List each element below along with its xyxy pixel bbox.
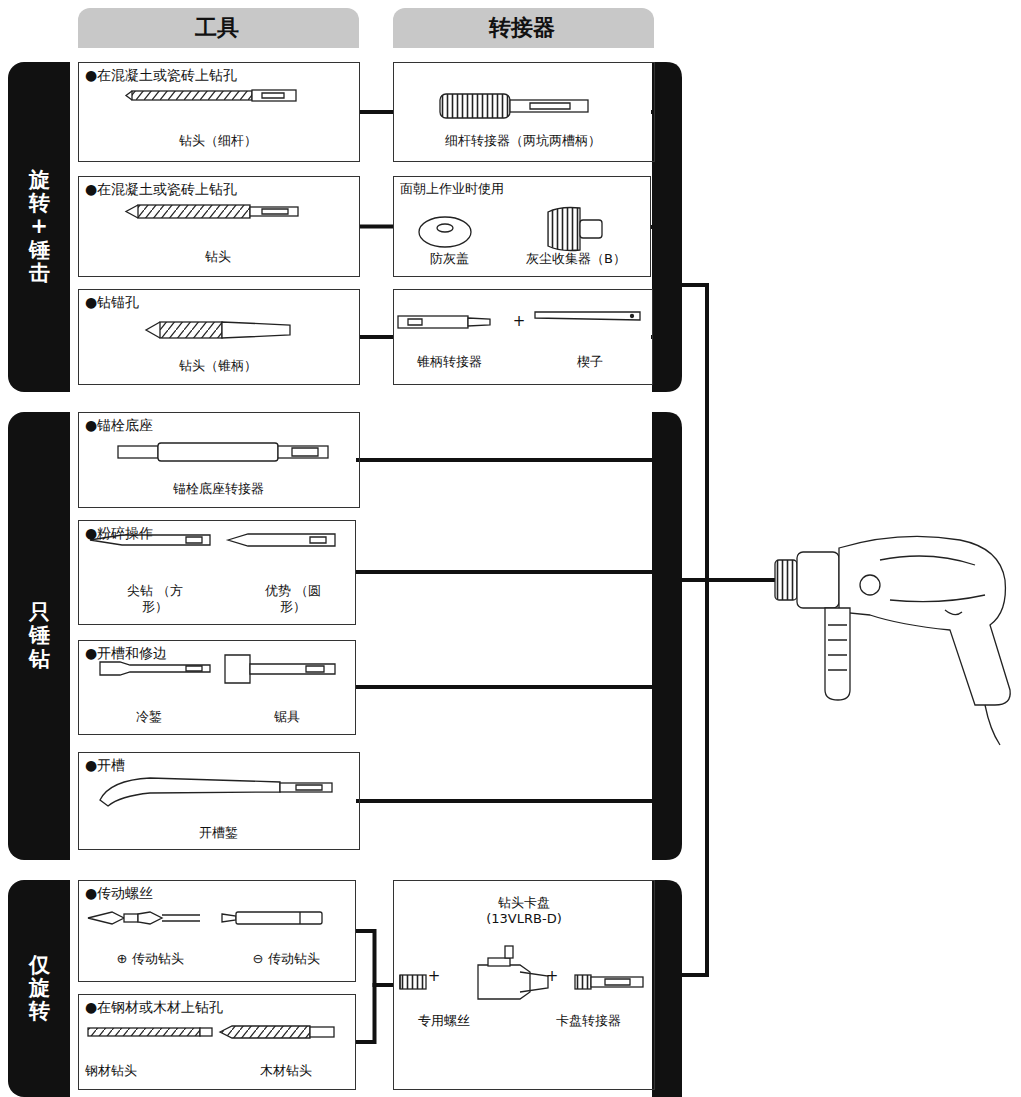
item-box: ●钻锚孔钻头（锥柄） bbox=[78, 289, 360, 385]
connector-line bbox=[360, 335, 393, 339]
item-box: ●开槽和修边冷錾 锯具 bbox=[78, 640, 356, 735]
group-band: 仅旋转 bbox=[8, 880, 70, 1097]
group-label: 旋转 + 锤击 bbox=[29, 169, 50, 284]
plus-sign: + bbox=[424, 967, 444, 986]
item-box: ●传动螺丝 ⊕ 传动钻头⊖ 传动钻头 bbox=[78, 880, 356, 982]
column-header: 转接器 bbox=[393, 14, 651, 42]
tool-name: 优势 （圆形） bbox=[257, 583, 329, 616]
adapter-name: 卡盘转接器 bbox=[524, 1013, 652, 1029]
tool-name: 尖钻 （方形） bbox=[119, 583, 191, 616]
group-label: 仅旋转 bbox=[29, 954, 50, 1023]
item-box: ●在混凝土或瓷砖上钻孔钻头（细杆） bbox=[78, 62, 360, 162]
column-header: 工具 bbox=[78, 14, 356, 42]
tool-name: 冷錾 bbox=[89, 709, 209, 725]
header-tab: 转接器 bbox=[393, 8, 654, 48]
item-heading: ●传动螺丝 bbox=[85, 885, 153, 903]
connector-line bbox=[356, 985, 393, 1042]
tool-name: 钢材钻头 bbox=[85, 1063, 137, 1079]
item-heading: ●在混凝土或瓷砖上钻孔 bbox=[85, 67, 237, 85]
item-box: 面朝上作业时使用防灰盖灰尘收集器（B） bbox=[393, 176, 651, 277]
adapter-name: 钻头卡盘 (13VLRB-D) bbox=[474, 895, 574, 928]
plus-sign: + bbox=[510, 312, 528, 331]
tool-name: 开槽錾 bbox=[79, 825, 357, 841]
connector-line bbox=[356, 931, 393, 985]
tool-name: 木材钻头 bbox=[219, 1063, 353, 1079]
tool-name: 钻头 bbox=[79, 249, 357, 265]
header-tab: 工具 bbox=[78, 8, 359, 48]
item-heading: ●钻锚孔 bbox=[85, 294, 139, 312]
item-heading: ●粉碎操作 bbox=[85, 525, 153, 543]
adapter-name: 锥柄转接器 bbox=[394, 354, 504, 370]
adapter-name: 专用螺丝 bbox=[394, 1013, 494, 1029]
adapter-name: 细杆转接器（两坑两槽柄） bbox=[394, 133, 652, 149]
tool-name: 钻头（锥柄） bbox=[79, 358, 357, 374]
tool-name: ⊖ 传动钻头 bbox=[219, 951, 353, 967]
item-box: ●开槽开槽錾 bbox=[78, 752, 360, 850]
adapter-name: 防灰盖 bbox=[404, 251, 494, 267]
plus-sign: + bbox=[542, 967, 562, 986]
adapter-name: 楔子 bbox=[530, 354, 650, 370]
adapter-name: 灰尘收集器（B） bbox=[504, 251, 648, 267]
connector-line bbox=[360, 225, 393, 229]
item-box: 细杆转接器（两坑两槽柄） bbox=[393, 62, 655, 162]
item-box: ●在混凝土或瓷砖上钻孔钻头 bbox=[78, 176, 360, 277]
tool-name: ⊕ 传动钻头 bbox=[83, 951, 217, 967]
tool-name: 锚栓底座转接器 bbox=[79, 481, 357, 497]
item-heading: ●在钢材或木材上钻孔 bbox=[85, 999, 223, 1017]
item-heading: ●在混凝土或瓷砖上钻孔 bbox=[85, 181, 237, 199]
item-heading: ●开槽 bbox=[85, 757, 125, 775]
item-box: ●锚栓底座锚栓底座转接器 bbox=[78, 412, 360, 508]
tool-name: 钻头（细杆） bbox=[79, 133, 357, 149]
item-box: ●在钢材或木材上钻孔钢材钻头 木材钻头 bbox=[78, 994, 356, 1090]
group-band: 旋转 + 锤击 bbox=[8, 62, 70, 392]
item-heading: ●锚栓底座 bbox=[85, 417, 153, 435]
item-box: 锥柄转接器 + 楔子 bbox=[393, 289, 653, 385]
item-box: ●粉碎操作尖钻 （方形） 优势 （圆形） bbox=[78, 520, 356, 625]
connector-line bbox=[360, 110, 393, 114]
item-box: 钻头卡盘 (13VLRB-D) + + 专用螺丝 卡盘转接器 bbox=[393, 880, 655, 1090]
tool-name: 锯具 bbox=[227, 709, 347, 725]
usage-note: 面朝上作业时使用 bbox=[400, 181, 504, 197]
group-label: 只锤钻 bbox=[29, 601, 50, 670]
group-band: 只锤钻 bbox=[8, 412, 70, 860]
item-heading: ●开槽和修边 bbox=[85, 645, 167, 663]
